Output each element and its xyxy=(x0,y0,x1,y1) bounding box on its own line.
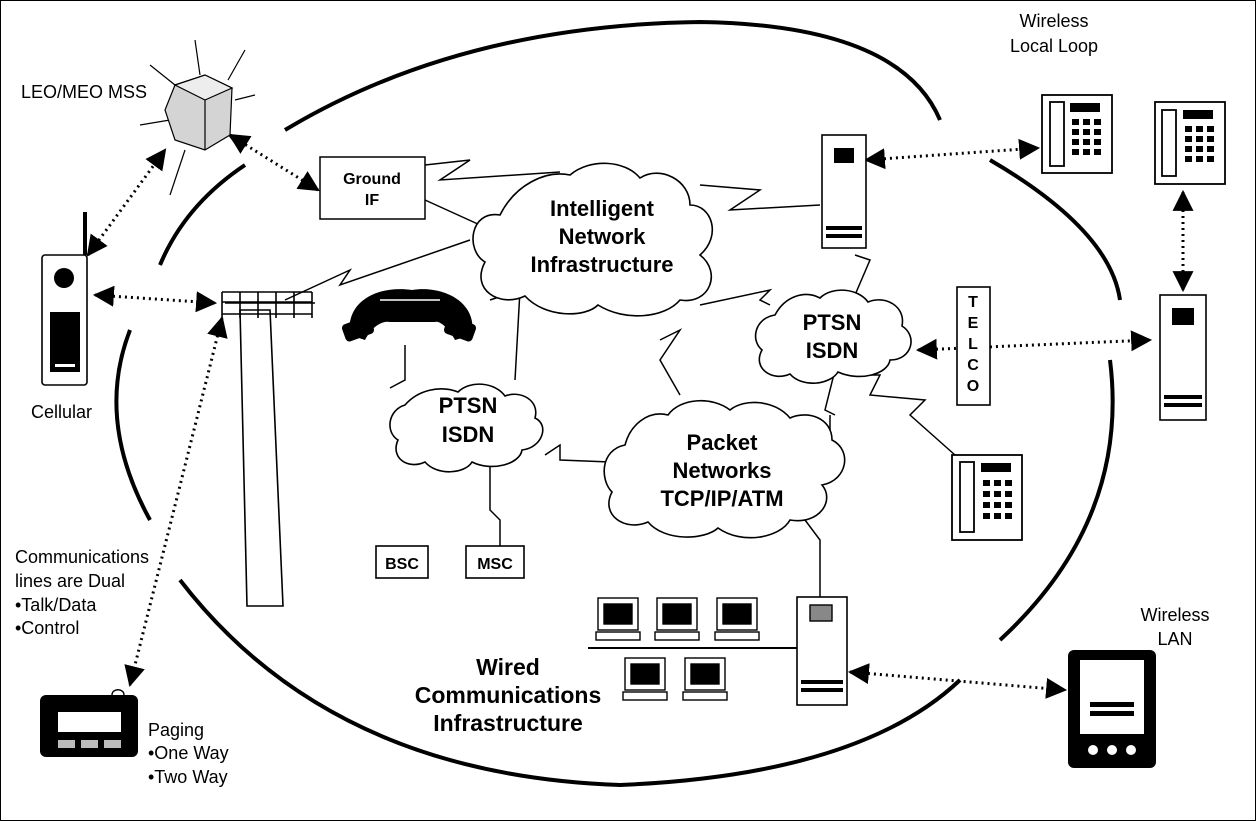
packet-networks-cloud xyxy=(603,399,846,539)
satellite-icon xyxy=(139,39,256,196)
desk-phone-right-icon xyxy=(1154,101,1226,185)
ground-if-line1: Ground xyxy=(343,171,401,188)
wireless-links xyxy=(86,133,1194,699)
ptsn-left-line2: ISDN xyxy=(442,422,495,447)
wired-line3: Infrastructure xyxy=(433,710,583,736)
ptsn-left-line1: PTSN xyxy=(439,393,498,418)
wlan-line1: Wireless xyxy=(1140,605,1209,625)
comm-note-line3: •Talk/Data xyxy=(15,595,97,615)
intelligent-line2: Network xyxy=(559,224,647,249)
bsc-label: BSC xyxy=(385,556,419,573)
paging-line1: Paging xyxy=(148,720,204,740)
comm-note-line2: lines are Dual xyxy=(15,571,125,591)
telco-l: L xyxy=(968,336,978,353)
telco-t: T xyxy=(968,294,978,311)
packet-line3: TCP/IP/ATM xyxy=(660,486,783,511)
telco-e: E xyxy=(968,315,979,332)
ptsn-left-cloud xyxy=(389,383,544,473)
msc-box xyxy=(465,545,525,579)
cellular-phone-icon xyxy=(41,212,88,386)
telco-o: O xyxy=(967,378,979,395)
wll-line1: Wireless xyxy=(1019,11,1088,31)
desk-phone-bottom-icon xyxy=(951,454,1023,541)
intelligent-line3: Infrastructure xyxy=(530,252,673,277)
ptsn-right-line2: ISDN xyxy=(806,338,859,363)
bsc-box xyxy=(375,545,429,579)
paging-line2: •One Way xyxy=(148,743,229,763)
wll-line2: Local Loop xyxy=(1010,36,1098,56)
satellite-label: LEO/MEO MSS xyxy=(21,82,147,102)
wired-line2: Communications xyxy=(415,682,602,708)
comm-note-line1: Communications xyxy=(15,547,149,567)
cell-tower-icon xyxy=(221,291,313,607)
wlan-line2: LAN xyxy=(1157,629,1192,649)
wired-line1: Wired xyxy=(476,654,540,680)
intelligent-line1: Intelligent xyxy=(550,196,655,221)
intelligent-network-cloud xyxy=(472,162,714,317)
base-station-right-icon xyxy=(1159,294,1207,421)
wireless-lan-device-icon xyxy=(1068,650,1156,768)
msc-label: MSC xyxy=(477,556,513,573)
comm-note-line4: •Control xyxy=(15,618,79,638)
ground-if-line2: IF xyxy=(365,192,379,209)
computer-lan-icon xyxy=(588,597,797,701)
paging-line3: •Two Way xyxy=(148,767,228,787)
telephone-handset-icon xyxy=(341,289,477,342)
packet-line2: Networks xyxy=(672,458,771,483)
ground-if-box xyxy=(319,156,426,220)
base-station-bottom-icon xyxy=(796,596,848,706)
packet-line1: Packet xyxy=(687,430,759,455)
ptsn-right-cloud xyxy=(754,289,912,384)
telco-box xyxy=(956,286,991,406)
pager-icon xyxy=(40,689,138,757)
ptsn-right-line1: PTSN xyxy=(803,310,862,335)
cellular-label: Cellular xyxy=(31,402,92,422)
base-station-top-icon xyxy=(821,134,867,249)
telco-c: C xyxy=(967,357,979,374)
desk-phone-wll-icon xyxy=(1041,94,1113,174)
